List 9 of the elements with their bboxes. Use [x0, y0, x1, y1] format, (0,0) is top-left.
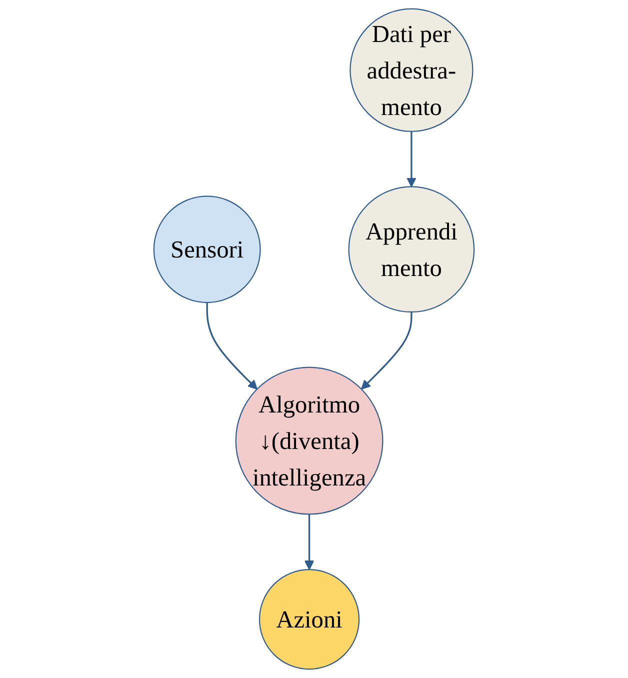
node-circle: Azioni — [258, 569, 360, 670]
arrow — [206, 302, 258, 390]
arrow — [361, 312, 412, 390]
node-circle: Sensori — [153, 196, 261, 304]
node-circle: Apprendi mento — [348, 186, 475, 313]
arrow — [406, 131, 416, 188]
node-circle: Dati per addestra- mento — [350, 8, 474, 132]
arrow — [304, 514, 314, 570]
node-circle: Algoritmo ↓(diventa) intelligenza — [235, 366, 384, 515]
